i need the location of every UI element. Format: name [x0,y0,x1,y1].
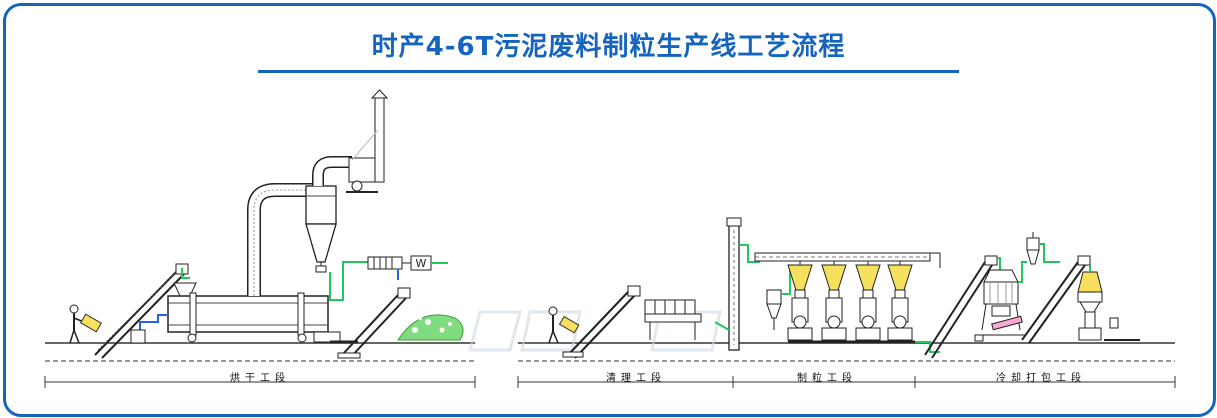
cyclone-discharge-pipe [329,261,352,301]
inclined-conveyor-cleaning [562,285,641,359]
induced-draft-fan [346,157,378,193]
fan-duct [312,156,352,186]
worker-figure-left [69,304,85,344]
counterflow-cooler [981,269,1021,331]
pellet-mill-3 [855,261,881,341]
material-bag-right [558,315,580,334]
worker-figure-right [548,306,559,344]
title-underline [258,70,959,73]
small-cyclone-cooler [1018,232,1060,283]
stage-label-pelleting: 制粒工段 [797,373,857,384]
bucket-elevator [726,217,742,351]
hot-air-inlet-pipe [139,314,168,340]
exhaust-duct [247,183,315,296]
small-cyclone-pelleting [766,270,791,330]
elevator-outlet-pipe [739,244,760,263]
hot-air-furnace [130,329,146,344]
inclined-conveyor-packing [1021,255,1091,344]
feed-duct-green [181,268,190,279]
distribution-conveyor [754,252,941,268]
inclined-conveyor-cooling [924,255,998,359]
pellet-grading-sieve [974,315,1025,342]
stage-dimension-lines [44,376,1176,388]
bag-filter: W [367,255,448,280]
screen-to-elevator-pipe [714,321,730,331]
cooler-feed-pipe [997,257,1001,270]
exhaust-chimney [351,89,389,183]
dried-material-pile [397,314,464,341]
stage-label-drying: 烘干工段 [230,373,290,384]
page-title: 时产4-6T污泥废料制粒生产线工艺流程 [371,32,846,62]
inclined-conveyor-drying-out [337,287,411,359]
cyclone-separator [305,185,337,273]
pellet-mill-4 [887,261,913,341]
stage-label-cooling-packing: 冷却打包工段 [996,373,1086,384]
vibrating-screen [644,299,702,340]
pellet-mill-1 [787,261,813,341]
svg-text:W: W [416,257,427,270]
packing-silo [1077,265,1140,341]
material-bag-left [80,313,102,333]
pellet-mill-2 [821,261,847,341]
stage-label-cleaning: 清理工段 [606,373,666,384]
